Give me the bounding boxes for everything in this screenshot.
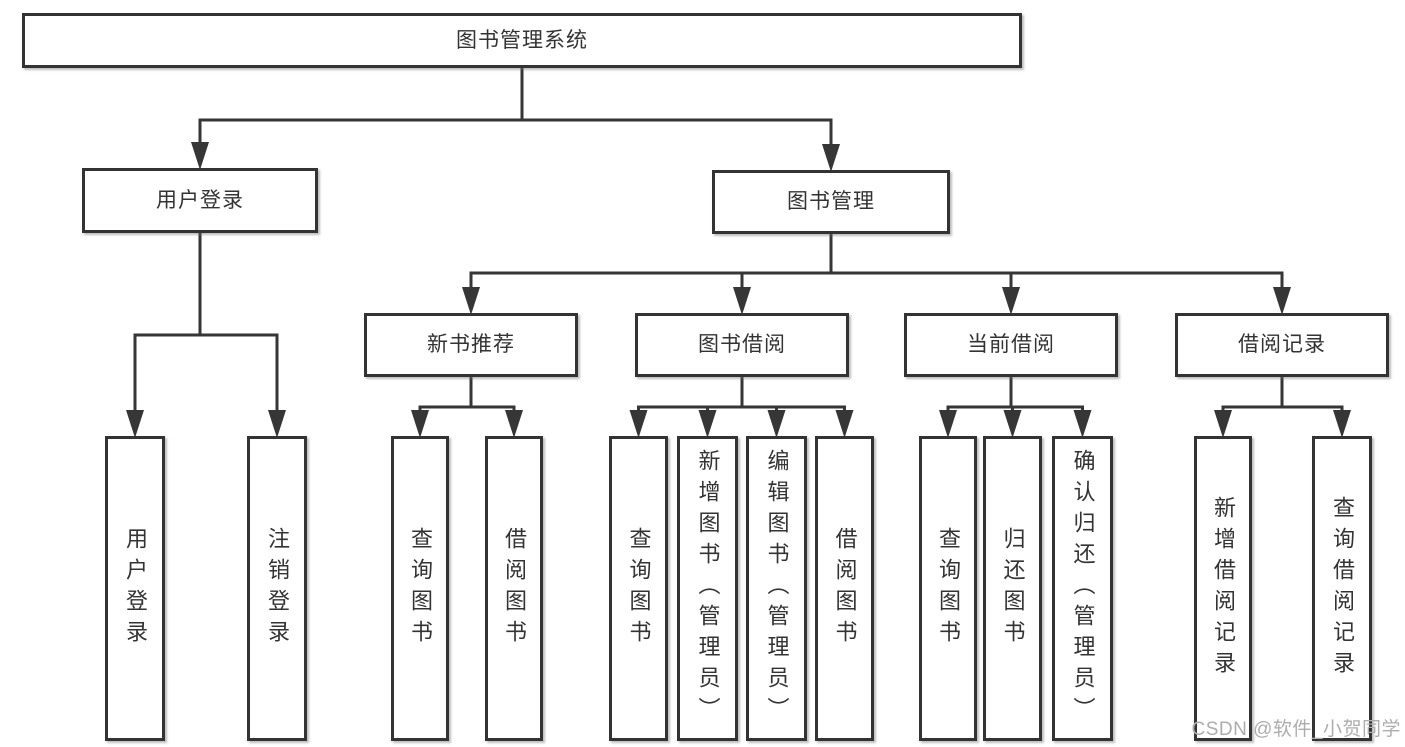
watermark-text: CSDN @软件_小贺同学: [1191, 719, 1401, 740]
